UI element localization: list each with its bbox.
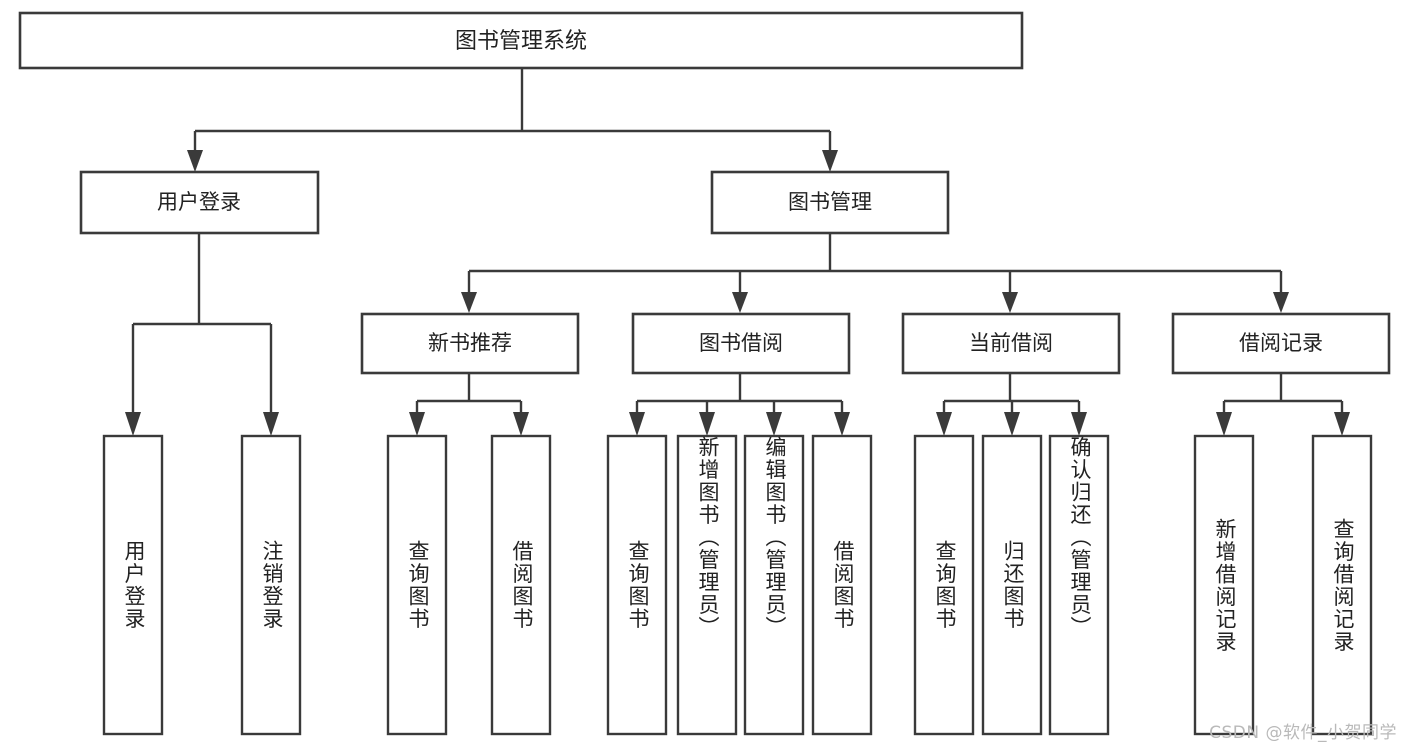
arrow-head-leaf-borrow-1 <box>629 412 645 436</box>
arrow-head-leaf-borrow-4 <box>834 412 850 436</box>
node-borrow-record[interactable]: 借阅记录 <box>1171 312 1391 375</box>
leaf-box-borrow-3[interactable] <box>743 434 805 736</box>
watermark-label: CSDN @软件_小贺同学 <box>1209 723 1397 743</box>
node-current-borrow-label: 当前借阅 <box>969 331 1053 355</box>
node-book-borrow[interactable]: 图书借阅 <box>631 312 851 375</box>
arrow-head-leaf-current-2 <box>1004 412 1020 436</box>
node-user-login[interactable]: 用户登录 <box>79 170 320 235</box>
leaf-box-user-login-1[interactable] <box>102 434 164 736</box>
leaf-box-borrow-1[interactable] <box>606 434 668 736</box>
arrow-head-leaf-current-1 <box>936 412 952 436</box>
leaf-box-current-2[interactable] <box>981 434 1043 736</box>
arrow-head-leaf-borrow-2 <box>699 412 715 436</box>
node-borrow-record-box[interactable] <box>1171 312 1391 375</box>
arrow-head-leaf-borrow-3 <box>766 412 782 436</box>
leaf-box-borrow-2[interactable] <box>676 434 738 736</box>
node-new-book-recommend-label: 新书推荐 <box>428 331 512 355</box>
arrow-head-borrow-record <box>1273 292 1289 313</box>
leaf-box-newbook-1[interactable] <box>386 434 448 736</box>
node-current-borrow-box[interactable] <box>901 312 1121 375</box>
arrow-head-leaf-record-2 <box>1334 412 1350 436</box>
node-book-management-box[interactable] <box>710 170 950 235</box>
arrow-head-current-borrow <box>1002 292 1018 313</box>
arrow-head-leaf-newbook-2 <box>513 412 529 436</box>
node-user-login-label: 用户登录 <box>157 190 241 214</box>
arrow-head-leaf-newbook-1 <box>409 412 425 436</box>
leaf-box-current-1[interactable] <box>913 434 975 736</box>
node-book-borrow-box[interactable] <box>631 312 851 375</box>
node-root[interactable]: 图书管理系统 <box>18 11 1024 70</box>
arrow-head-leaf-current-3 <box>1071 412 1087 436</box>
node-new-book-recommend[interactable]: 新书推荐 <box>360 312 580 375</box>
node-root-label: 图书管理系统 <box>455 29 587 54</box>
leaf-box-user-login-2[interactable] <box>240 434 302 736</box>
node-new-book-recommend-box[interactable] <box>360 312 580 375</box>
arrow-head-new-book <box>461 292 477 313</box>
arrow-head-leaf-record-1 <box>1216 412 1232 436</box>
node-root-box[interactable] <box>18 11 1024 70</box>
leaf-box-borrow-4[interactable] <box>811 434 873 736</box>
node-book-borrow-label: 图书借阅 <box>699 331 783 355</box>
leaf-box-record-2[interactable] <box>1311 434 1373 736</box>
node-current-borrow[interactable]: 当前借阅 <box>901 312 1121 375</box>
edge-group <box>125 68 1350 436</box>
arrow-head-book-mgmt <box>822 150 838 172</box>
leaf-box-newbook-2[interactable] <box>490 434 552 736</box>
node-user-login-box[interactable] <box>79 170 320 235</box>
node-book-management-label: 图书管理 <box>788 190 872 214</box>
arrow-head-user-login <box>187 150 203 172</box>
arrow-head-leaf-user-login-1 <box>125 412 141 436</box>
leaf-box-record-1[interactable] <box>1193 434 1255 736</box>
node-borrow-record-label: 借阅记录 <box>1239 331 1323 355</box>
arrow-head-leaf-user-login-2 <box>263 412 279 436</box>
leaf-box-current-3[interactable] <box>1048 434 1110 736</box>
node-book-management[interactable]: 图书管理 <box>710 170 950 235</box>
arrow-head-book-borrow <box>732 292 748 313</box>
